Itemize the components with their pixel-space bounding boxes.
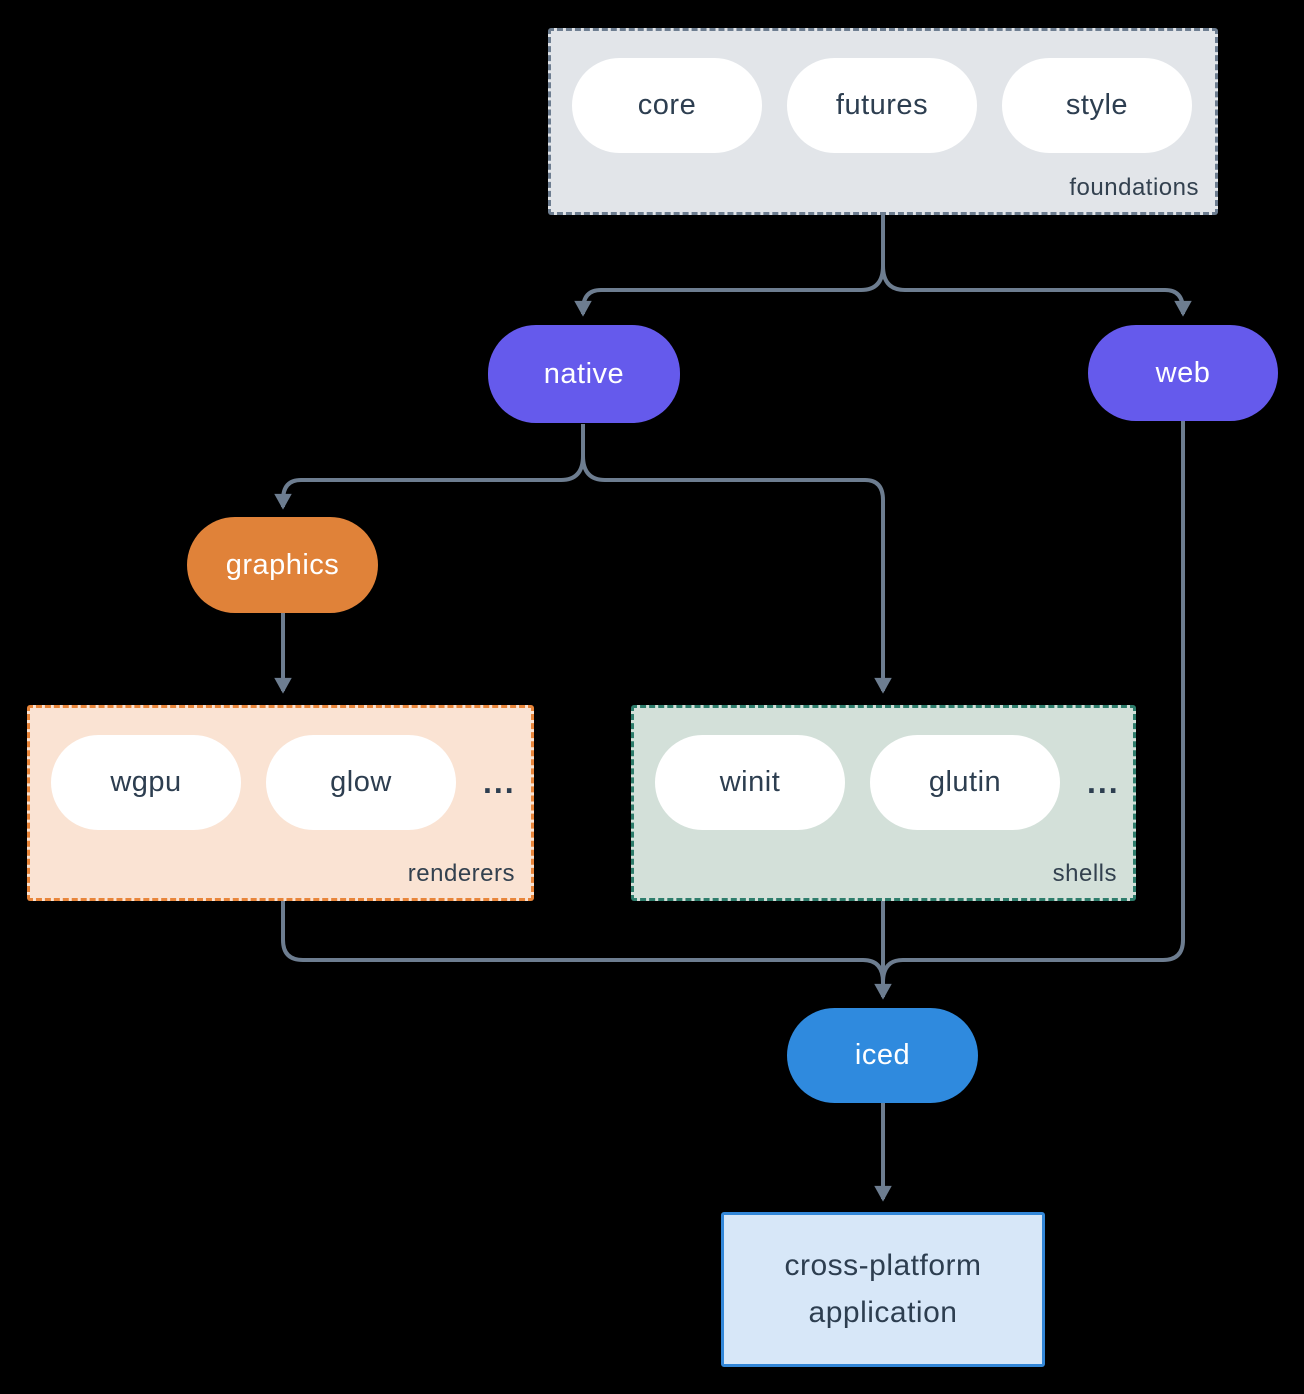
edge-web-merge — [881, 421, 1185, 983]
node-winit: winit — [655, 735, 845, 830]
renderers-group: wgpu glow ... renderers — [27, 705, 534, 901]
foundations-group-label: foundations — [1069, 174, 1199, 201]
node-core: core — [572, 58, 762, 153]
node-iced: iced — [787, 1008, 978, 1103]
shells-group: winit glutin ... shells — [631, 705, 1136, 901]
edge-foundations-web — [881, 265, 1192, 317]
node-glow: glow — [266, 735, 456, 830]
node-futures-label: futures — [835, 89, 929, 121]
edge-foundations-native — [574, 265, 885, 317]
node-web-label: web — [1155, 356, 1211, 389]
node-iced-label: iced — [854, 1039, 911, 1071]
edge-native-shells — [581, 455, 892, 694]
foundations-pills: core futures style — [551, 31, 1215, 153]
cross-platform-application-label: cross-platform application — [784, 1249, 982, 1329]
node-web: web — [1088, 325, 1278, 421]
node-native: native — [488, 325, 680, 423]
node-graphics-label: graphics — [225, 548, 340, 581]
node-glow-label: glow — [330, 766, 392, 798]
renderers-pills: wgpu glow ... — [30, 708, 531, 830]
node-futures: futures — [787, 58, 977, 153]
shells-group-label: shells — [1052, 860, 1117, 887]
node-wgpu-label: wgpu — [110, 766, 182, 798]
node-style-label: style — [1065, 89, 1129, 121]
shells-pills: winit glutin ... — [634, 708, 1133, 830]
edge-renderers-merge — [281, 901, 885, 983]
node-glutin-label: glutin — [928, 766, 1002, 798]
node-wgpu: wgpu — [51, 735, 241, 830]
renderers-group-label: renderers — [407, 860, 515, 887]
renderers-ellipsis: ... — [483, 764, 516, 800]
node-winit-label: winit — [719, 766, 781, 798]
edge-native-graphics — [274, 455, 585, 510]
cross-platform-application-box: cross-platform application — [721, 1212, 1045, 1367]
node-native-label: native — [543, 357, 625, 390]
node-core-label: core — [637, 89, 697, 121]
node-glutin: glutin — [870, 735, 1060, 830]
shells-ellipsis: ... — [1087, 764, 1120, 800]
foundations-group: core futures style foundations — [548, 28, 1218, 215]
node-style: style — [1002, 58, 1192, 153]
node-graphics: graphics — [187, 517, 378, 613]
